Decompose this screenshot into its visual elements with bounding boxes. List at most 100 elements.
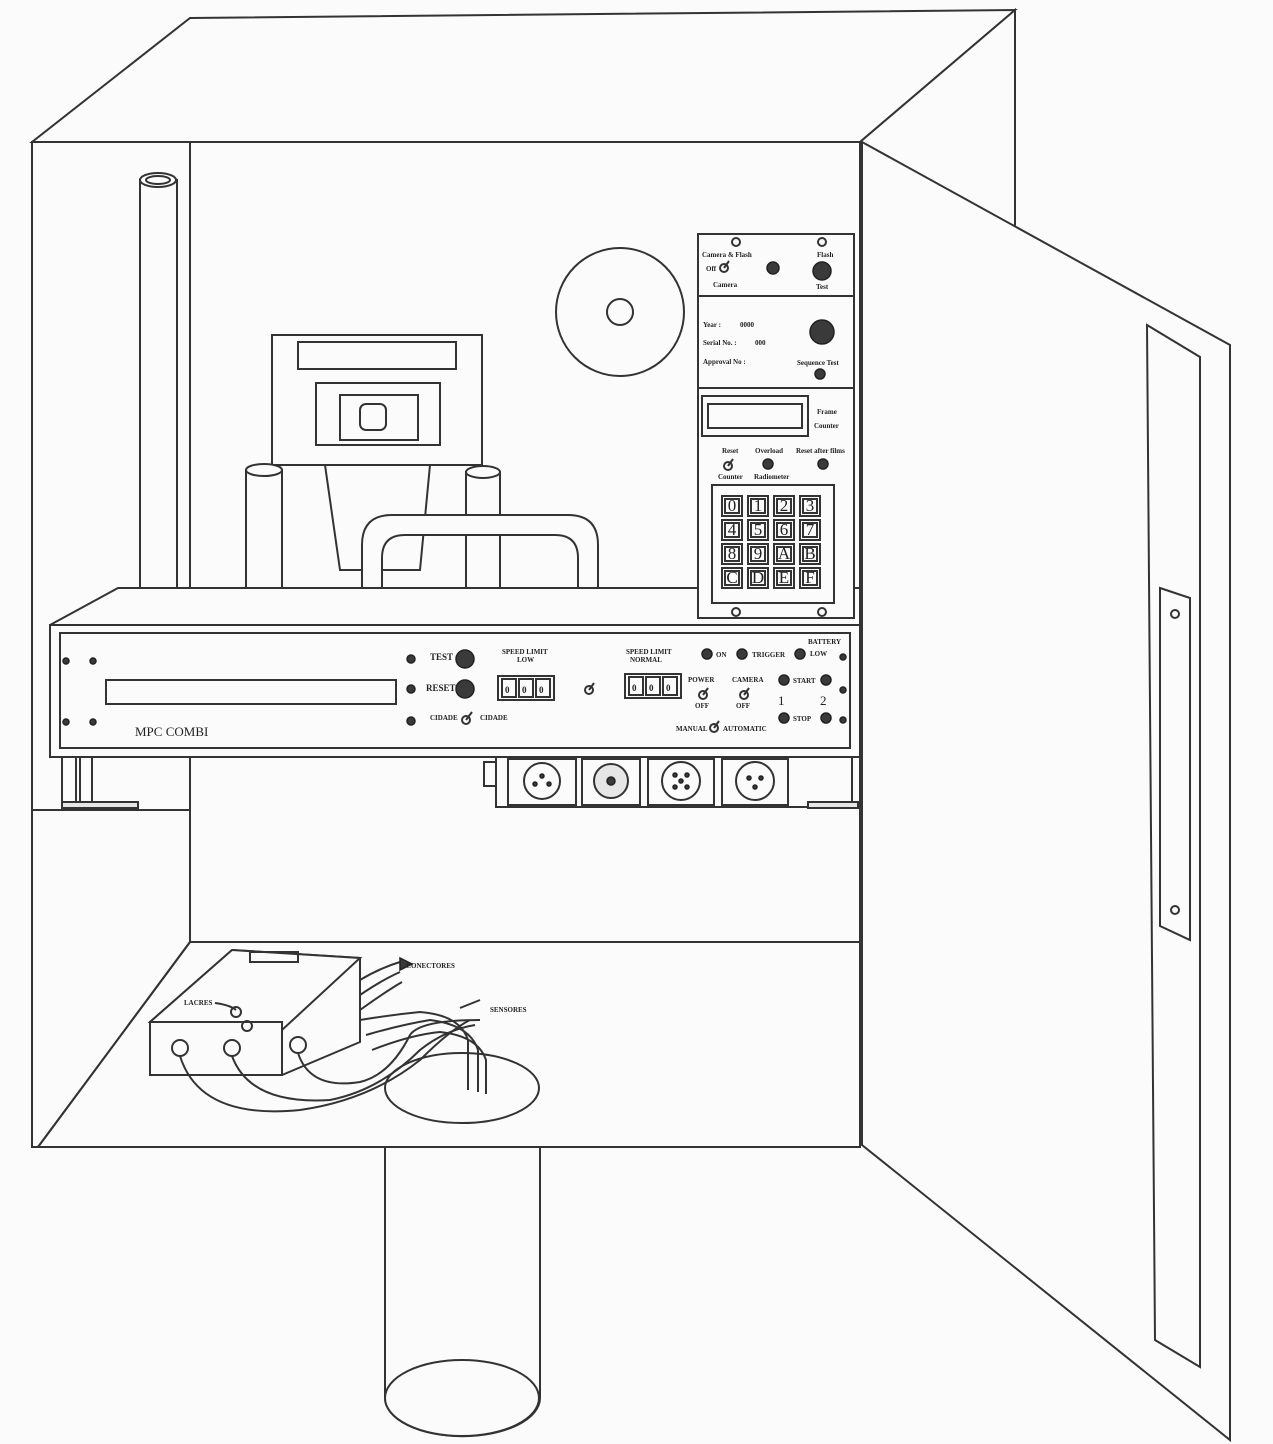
door-latch xyxy=(1159,586,1191,942)
keypad-key-frame xyxy=(776,546,792,562)
cidade-toggle[interactable] xyxy=(461,715,471,725)
sensor-hole xyxy=(384,1052,540,1124)
conectores-label: CONECTORES xyxy=(406,962,455,970)
keypad-key-1[interactable] xyxy=(747,495,769,517)
trigger-led xyxy=(736,648,748,660)
power-toggle[interactable] xyxy=(698,690,708,700)
speed-normal-label: SPEED LIMIT xyxy=(626,648,672,656)
overload-led xyxy=(762,458,774,470)
keypad-key-2[interactable] xyxy=(773,495,795,517)
speed-normal-digit-2: 0 xyxy=(649,683,654,693)
number-2: 2 xyxy=(820,693,827,708)
keypad-key-label: 4 xyxy=(728,520,737,539)
flash-label: Flash xyxy=(817,251,833,259)
camera-flash-label: Camera & Flash xyxy=(702,251,752,259)
keypad-key-d[interactable] xyxy=(747,567,769,589)
keypad-key-3[interactable] xyxy=(799,495,821,517)
sequence-test-button[interactable] xyxy=(809,319,835,345)
off-label: Off xyxy=(706,265,717,273)
camera-small-label: Camera xyxy=(713,281,738,289)
keypad-key-frame xyxy=(724,522,740,538)
frame-counter-label: Frame xyxy=(817,408,837,416)
cabinet-top xyxy=(29,8,1018,143)
keypad-key-7[interactable] xyxy=(799,519,821,541)
keypad-key-frame xyxy=(776,498,792,514)
stop-led xyxy=(778,712,790,724)
sensor-cables xyxy=(179,999,487,1113)
sensores-label: SENSORES xyxy=(490,1006,527,1014)
keypad-key-label: 0 xyxy=(728,496,737,515)
keypad-key-a[interactable] xyxy=(773,543,795,565)
keypad-key-label: 6 xyxy=(780,520,789,539)
keypad-key-label: A xyxy=(778,544,791,563)
cidade-label-2: CIDADE xyxy=(480,714,508,722)
keypad-key-frame xyxy=(802,570,818,586)
counter-toggle[interactable] xyxy=(723,461,733,471)
keypad-key-4[interactable] xyxy=(721,519,743,541)
keypad-key-frame xyxy=(802,498,818,514)
keypad-key-label: F xyxy=(805,568,814,587)
start-led xyxy=(778,674,790,686)
stop-label: STOP xyxy=(793,715,812,723)
flash-disc xyxy=(555,247,685,377)
year-label: Year : xyxy=(703,321,721,329)
vertical-tube xyxy=(139,172,178,601)
keypad-key-e[interactable] xyxy=(773,567,795,589)
keypad-key-5[interactable] xyxy=(747,519,769,541)
status-led xyxy=(766,261,780,275)
start-button[interactable] xyxy=(820,674,832,686)
serial-label: Serial No. : xyxy=(703,339,737,347)
keypad-key-label: 1 xyxy=(754,496,763,515)
keypad-key-label: B xyxy=(804,544,815,563)
keypad-key-frame xyxy=(724,498,740,514)
stop-button[interactable] xyxy=(820,712,832,724)
flash-test-button[interactable] xyxy=(812,261,832,281)
keypad-key-frame xyxy=(724,546,740,562)
power-off-label: OFF xyxy=(695,702,709,710)
keypad-key-8[interactable] xyxy=(721,543,743,565)
overload-label: Overload xyxy=(755,447,783,455)
mode-toggle[interactable] xyxy=(709,723,719,733)
junction-box xyxy=(147,948,363,1076)
on-label: ON xyxy=(716,651,727,659)
approval-label: Approval No : xyxy=(703,358,746,366)
keypad-key-f[interactable] xyxy=(799,567,821,589)
keypad-key-b[interactable] xyxy=(799,543,821,565)
start-label: START xyxy=(793,677,816,685)
power-label: POWER xyxy=(688,676,715,684)
flash-test-label: Test xyxy=(816,283,829,291)
camera-unit xyxy=(271,334,483,571)
reset-label: RESET xyxy=(426,683,456,693)
sequence-test-label: Sequence Test xyxy=(797,359,839,367)
keypad-key-c[interactable] xyxy=(721,567,743,589)
test-button[interactable] xyxy=(455,649,475,669)
mounting-pole xyxy=(384,1146,541,1438)
speed-low-digit-1: 0 xyxy=(505,685,510,695)
keypad-key-9[interactable] xyxy=(747,543,769,565)
number-1: 1 xyxy=(778,693,785,708)
keypad-key-label: 9 xyxy=(754,544,763,563)
reset-after-films-button[interactable] xyxy=(817,458,829,470)
mid-toggle[interactable] xyxy=(584,685,594,695)
keypad-key-frame xyxy=(750,522,766,538)
keypad-key-label: 7 xyxy=(806,520,815,539)
cabinet-door xyxy=(861,140,1231,1443)
battery-label: BATTERY xyxy=(808,638,841,646)
on-led xyxy=(701,648,713,660)
keypad-key-frame xyxy=(776,522,792,538)
speed-low-digit-3: 0 xyxy=(539,685,544,695)
camera-flash-toggle[interactable] xyxy=(719,263,729,273)
keypad-key-0[interactable] xyxy=(721,495,743,517)
speed-low-digit-2: 0 xyxy=(522,685,527,695)
camera-posts xyxy=(245,463,501,601)
connector-arrows xyxy=(359,956,414,1011)
camera-label: CAMERA xyxy=(732,676,764,684)
keypad-key-6[interactable] xyxy=(773,519,795,541)
frame-counter-display xyxy=(701,395,809,437)
camera-toggle[interactable] xyxy=(739,690,749,700)
keypad-key-frame xyxy=(750,498,766,514)
reset-button[interactable] xyxy=(455,679,475,699)
counter-label: Counter xyxy=(718,473,743,481)
keypad-key-frame xyxy=(802,546,818,562)
keypad-key-label: 3 xyxy=(806,496,815,515)
